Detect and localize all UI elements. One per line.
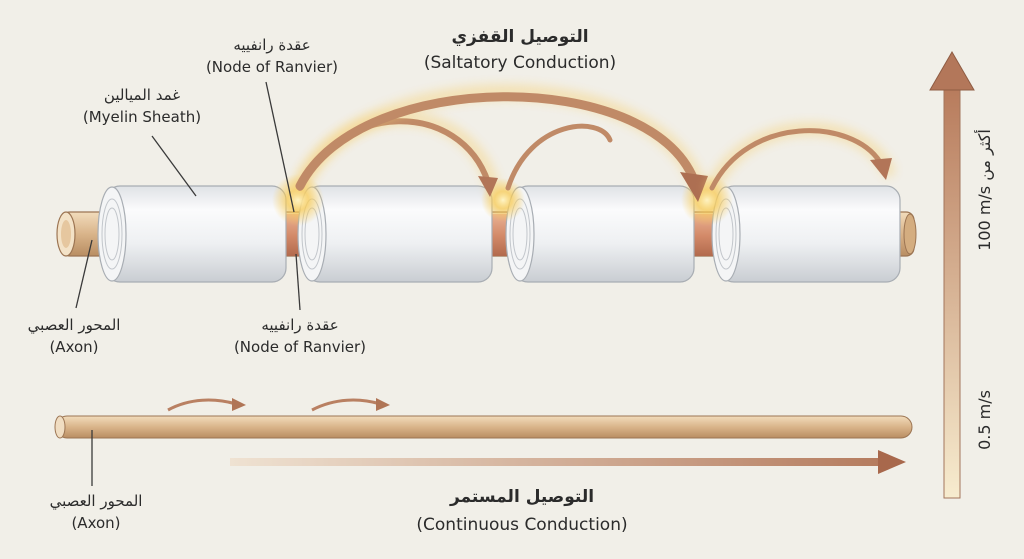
- axon-top-label-en: (Axon): [49, 338, 98, 356]
- leader-lines: [75, 81, 301, 486]
- speed-scale-bar: [943, 83, 961, 499]
- node-top-label-ar: عقدة رانفييه: [233, 36, 310, 54]
- impulse-glow-1: [272, 174, 324, 226]
- myelin-segment-4: [711, 185, 901, 283]
- continuous-direction-arrow: [230, 458, 880, 466]
- saltatory-jump-arrows: [292, 84, 895, 202]
- myelin-segment-2: [297, 185, 493, 283]
- myelin-segment-3: [505, 185, 695, 283]
- jump-arrow-long: [295, 92, 699, 191]
- node-bottom-label-ar: عقدة رانفييه: [261, 316, 338, 334]
- jump-arrow-2: [505, 123, 613, 191]
- myelin-segment-1: [97, 185, 287, 283]
- speed-scale: 100 m/s أكثر من 0.5 m/s: [929, 51, 995, 499]
- continuous-title-en: (Continuous Conduction): [416, 515, 627, 535]
- axon-bottom-label-ar: المحور العصبي: [50, 492, 143, 511]
- continuous-title-ar: التوصيل المستمر: [449, 487, 594, 507]
- leader-node-top: [265, 81, 295, 213]
- speed-low-label: 0.5 m/s: [975, 390, 994, 450]
- myelin-label-ar: غمد الميالين: [104, 86, 180, 104]
- saltatory-title-en: (Saltatory Conduction): [424, 53, 616, 73]
- axon-top-label-ar: المحور العصبي: [28, 316, 121, 335]
- axon-core-bottom: [55, 415, 913, 439]
- jump-arrow-3: [709, 128, 883, 191]
- myelinated-axon: [56, 174, 917, 283]
- leader-node-bottom: [295, 253, 301, 311]
- myelin-label-en: (Myelin Sheath): [83, 108, 201, 126]
- node-top-label-en: (Node of Ranvier): [206, 58, 338, 76]
- node-bottom-label-en: (Node of Ranvier): [234, 338, 366, 356]
- unmyelinated-axon: [54, 398, 913, 474]
- local-current-arrow-2: [311, 398, 381, 412]
- speed-scale-arrowhead: [929, 51, 975, 91]
- saltatory-title-ar: التوصيل القفزي: [451, 27, 588, 47]
- leader-myelin: [151, 135, 197, 197]
- speed-high-label: 100 m/s أكثر من: [974, 129, 995, 251]
- local-current-arrow-1: [167, 398, 237, 412]
- axon-bottom-label-en: (Axon): [71, 514, 120, 532]
- leader-axon-top: [75, 239, 93, 309]
